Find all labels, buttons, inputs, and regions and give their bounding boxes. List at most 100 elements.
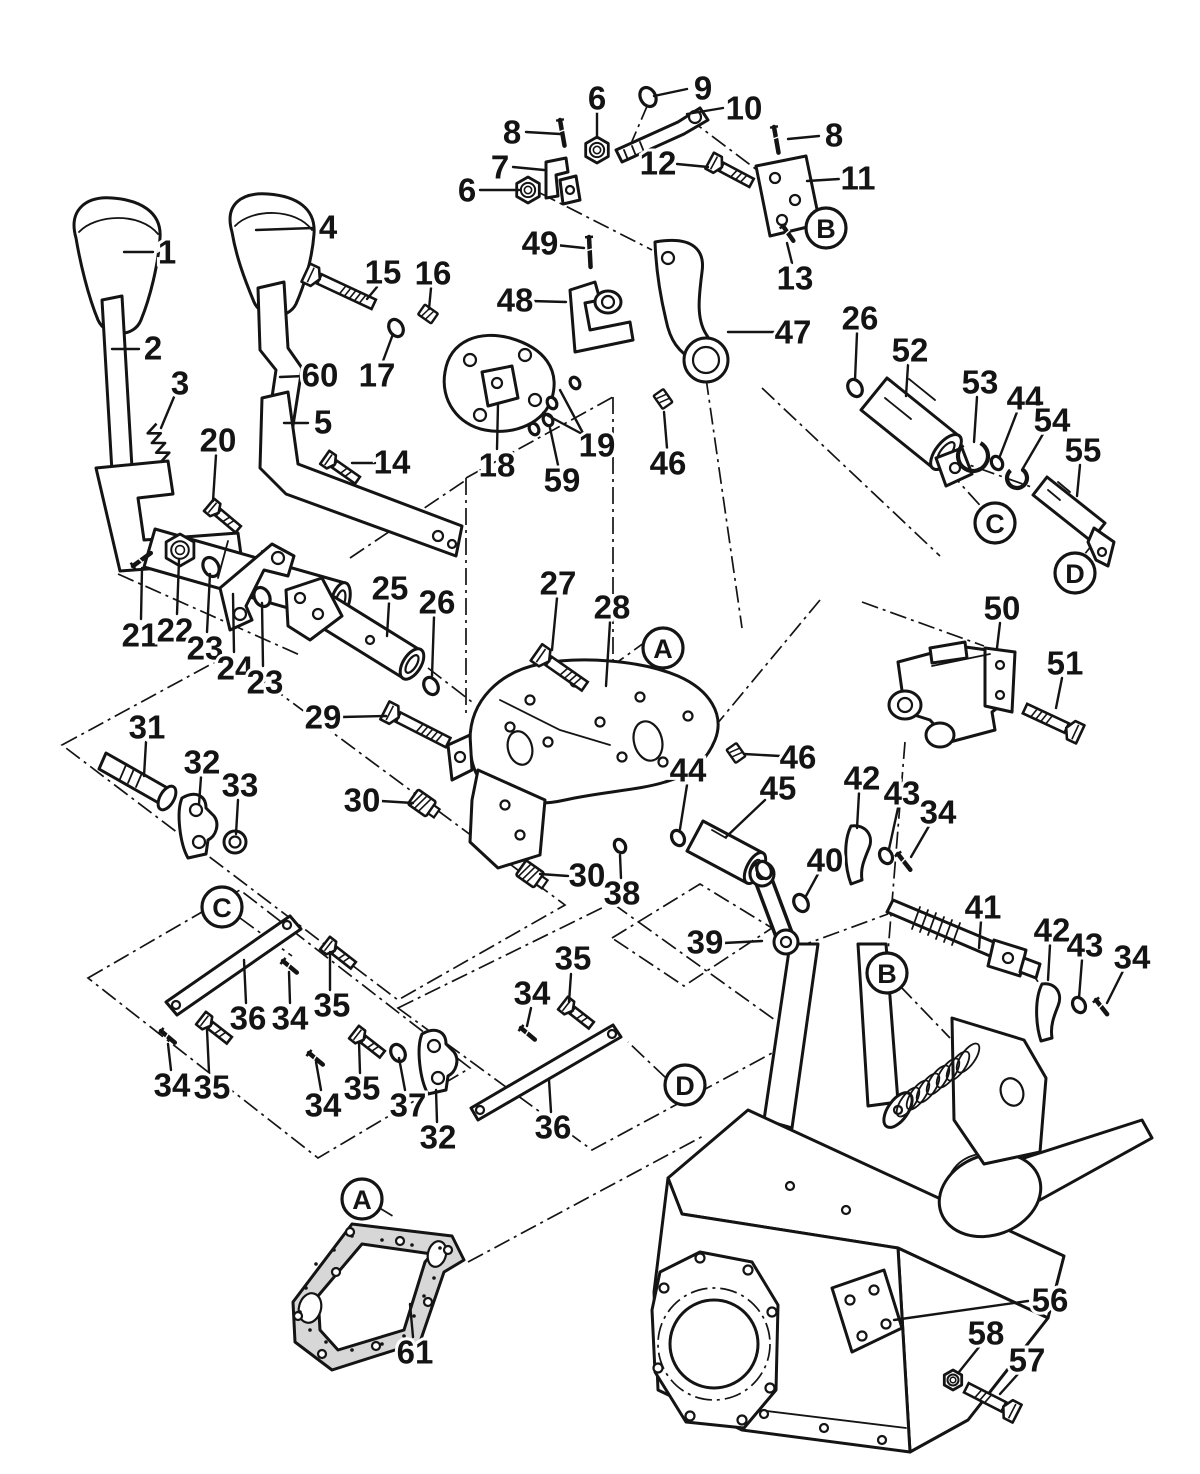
leader-line <box>1105 969 1125 1005</box>
oring-44 <box>989 454 1005 472</box>
part-number-label: 16 <box>415 255 452 292</box>
callout-52: 52 <box>889 329 931 398</box>
washer-17 <box>387 317 405 339</box>
bolt-35 <box>347 1024 387 1060</box>
callout-37: 37 <box>387 1056 429 1127</box>
part-number-label: 2 <box>144 330 162 367</box>
part-number-label: 10 <box>726 90 763 127</box>
part-number-label: 14 <box>374 444 411 481</box>
callout-57: 57 <box>998 1339 1048 1396</box>
callout-18: 18 <box>476 402 518 487</box>
leader-line <box>379 799 415 805</box>
part-number-label: 45 <box>760 770 797 807</box>
pin-34 <box>305 1049 326 1067</box>
callout-20: 20 <box>197 419 239 503</box>
leader-line <box>887 806 900 851</box>
leader-line <box>618 853 623 880</box>
callout-32: 32 <box>417 1088 459 1159</box>
part-number-label: 40 <box>807 842 844 879</box>
leader-line <box>957 1345 981 1374</box>
leader-line <box>1075 463 1082 498</box>
knob-1 <box>72 196 162 335</box>
leader-line <box>855 791 861 830</box>
part-number-label: 36 <box>230 1000 267 1037</box>
callout-34: 34 <box>151 1042 194 1107</box>
leader-line <box>278 374 306 379</box>
callout-30: 30 <box>538 854 608 897</box>
callout-3: 3 <box>159 362 192 430</box>
callout-5: 5 <box>282 401 335 444</box>
part-number-label: 7 <box>491 149 509 186</box>
callout-34: 34 <box>302 1060 345 1127</box>
section-balloon-B: B <box>804 206 848 250</box>
section-balloon-B: B <box>865 951 909 995</box>
bolt-51 <box>1021 702 1086 745</box>
leader-line <box>804 872 820 898</box>
plug-30 <box>407 788 442 819</box>
leader-line <box>558 388 586 437</box>
cam-42 <box>844 824 1062 1043</box>
callout-19: 19 <box>541 388 618 467</box>
callout-38: 38 <box>601 853 643 915</box>
part-number-label: 31 <box>129 709 166 746</box>
spring-3 <box>146 422 171 464</box>
callout-40: 40 <box>804 839 846 898</box>
setscrew-46 <box>725 742 747 764</box>
section-balloon-A: A <box>641 626 685 670</box>
part-number-label: 6 <box>458 172 476 209</box>
leader-line <box>166 1042 173 1072</box>
pin-34 <box>517 1024 538 1042</box>
callout-24: 24 <box>214 592 257 690</box>
callout-10: 10 <box>685 87 765 130</box>
nut-6 <box>515 175 541 205</box>
section-balloon-D: D <box>1053 551 1097 595</box>
balloon-letter: D <box>675 1071 695 1101</box>
callout-60: 60 <box>278 354 341 397</box>
pin-34 <box>157 1027 178 1045</box>
pin-21 <box>129 550 154 570</box>
leader-line <box>205 1028 211 1074</box>
callout-26: 26 <box>416 581 458 678</box>
callout-35: 35 <box>341 1040 383 1110</box>
bolt-14 <box>318 449 362 486</box>
bracket-56 <box>830 1268 904 1354</box>
part-number-label: 34 <box>1114 939 1151 976</box>
leader-line <box>554 243 586 250</box>
callout-50: 50 <box>981 587 1023 650</box>
leader-line <box>805 177 841 183</box>
leader-line <box>785 241 794 265</box>
part-number-label: 12 <box>640 145 677 182</box>
leader-line <box>722 939 764 945</box>
callout-44: 44 <box>667 749 710 831</box>
part-number-label: 36 <box>535 1109 572 1146</box>
washer-40 <box>755 859 773 881</box>
leader-line <box>909 824 931 859</box>
callout-23: 23 <box>184 572 226 670</box>
callout-39: 39 <box>684 921 764 964</box>
phantom-centerlines <box>60 103 1097 1263</box>
oring-44 <box>669 828 687 848</box>
callout-51: 51 <box>1044 642 1086 710</box>
callout-46: 46 <box>742 736 819 779</box>
part-number-label: 42 <box>844 760 881 797</box>
callout-17: 17 <box>356 332 398 397</box>
callout-43: 43 <box>881 772 923 851</box>
leader-line <box>904 363 910 398</box>
leader-line <box>678 783 689 831</box>
part-number-label: 30 <box>569 857 606 894</box>
part-number-label: 34 <box>514 975 551 1012</box>
leader-line <box>652 87 689 98</box>
leader-line <box>541 411 586 437</box>
section-balloon-D: D <box>663 1063 707 1107</box>
leader-line <box>675 162 710 169</box>
leader-line <box>205 572 212 634</box>
part-number-label: 43 <box>1067 927 1104 964</box>
leader-line <box>892 1299 1030 1322</box>
pin-13 <box>779 222 796 243</box>
washer-43 <box>877 846 895 866</box>
section-balloon-C: C <box>200 885 244 929</box>
bolt-20 <box>202 497 243 535</box>
callout-53: 53 <box>959 361 1001 444</box>
part-number-label: 52 <box>892 332 929 369</box>
setscrew-46 <box>652 388 674 410</box>
